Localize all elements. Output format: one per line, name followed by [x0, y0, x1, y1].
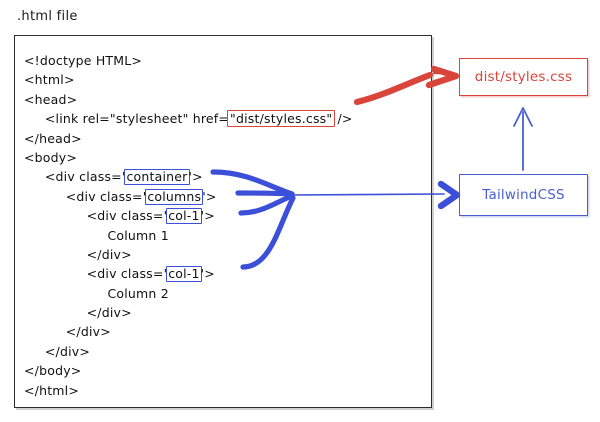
node-dist-styles-css-label: dist/styles.css	[474, 69, 573, 85]
node-tailwindcss[interactable]: TailwindCSS	[459, 174, 588, 216]
node-tailwindcss-label: TailwindCSS	[482, 187, 565, 203]
html-file-panel	[14, 35, 432, 408]
html-file-label: .html file	[17, 9, 78, 24]
node-dist-styles-css[interactable]: dist/styles.css	[459, 58, 588, 96]
arrow-tailwind-to-stylesheet	[513, 107, 533, 171]
